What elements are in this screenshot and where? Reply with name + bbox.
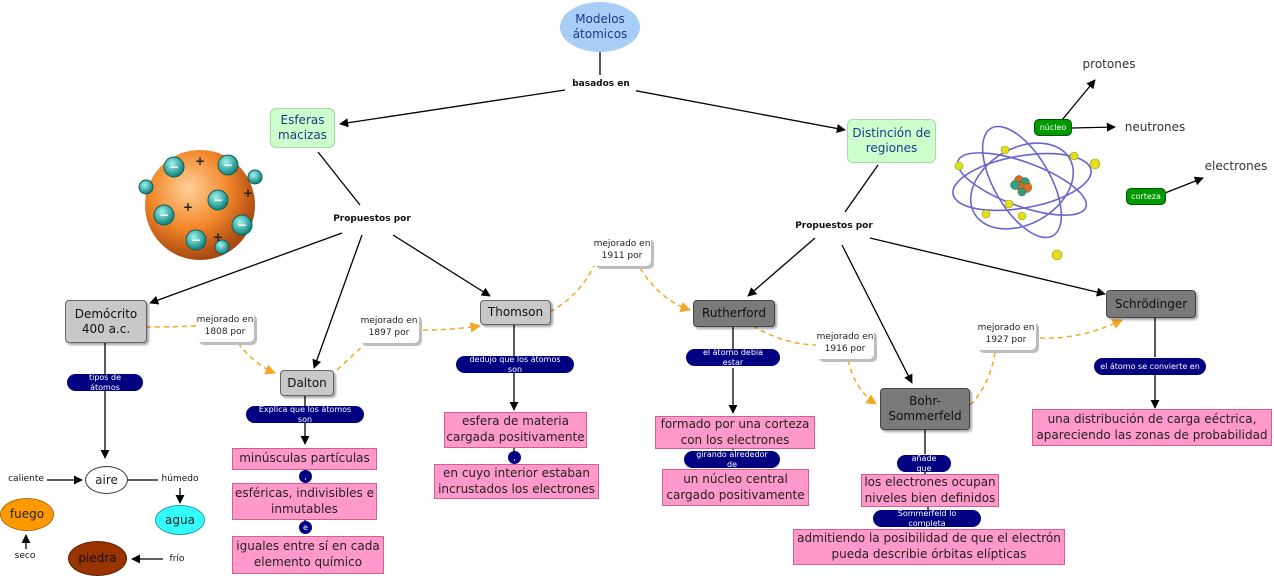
minus-sign: − [159, 208, 169, 222]
linker-sommerfeld: Sommerfeld lo completa [873, 509, 981, 528]
esferas-macizas-node: Esferas macizas [270, 108, 335, 148]
minus-sign: − [169, 160, 179, 174]
bohr-atom-illustration [952, 125, 1101, 261]
concept-iguales: iguales entre sí en cada elemento químic… [232, 536, 384, 574]
label-humedo: húmedo [158, 473, 202, 486]
linker-e: e [299, 521, 312, 534]
linker-dedujo: dedujo que los átomos son [456, 355, 574, 374]
improved-1808: mejorado en 1808 por [196, 312, 254, 342]
democrito-label: Demócrito 400 a.c. [74, 306, 138, 336]
thomson-node: Thomson [480, 300, 551, 325]
element-fuego: fuego [0, 498, 54, 531]
plus-sign: + [213, 230, 223, 244]
minus-sign: − [237, 218, 247, 232]
distincion-regiones-node: Distinción de regiones [847, 119, 936, 163]
neutrones-label: neutrones [1124, 119, 1186, 134]
improved-1916: mejorado en 1916 por [816, 329, 874, 359]
plus-sign: + [183, 200, 193, 214]
rutherford-label: Rutherford [702, 306, 766, 320]
linker-anade-que: añade que [897, 454, 951, 473]
concept-corteza: formado por una corteza con los electron… [655, 416, 815, 449]
element-agua: agua [155, 505, 205, 535]
improved-1897: mejorado en 1897 por [359, 313, 419, 343]
schrodinger-node: Schrödinger [1106, 290, 1196, 318]
concept-orbitas: admitiendo la posibilidad de que el elec… [793, 529, 1065, 565]
bohr-sommerfeld-node: Bohr-Sommerfeld [880, 388, 970, 430]
nucleo-tag: núcleo [1034, 119, 1072, 136]
linker-tipos-de-atomos: tipos de átomos [67, 373, 143, 392]
linker-debia-estar: el átomo debía estar [686, 348, 780, 367]
concept-interior: en cuyo interior estaban incrustados los… [434, 464, 599, 499]
propuestos-por-left: Propuestos por [332, 213, 412, 227]
distincion-label: Distinción de regiones [852, 126, 931, 155]
dalton-node: Dalton [280, 370, 334, 396]
concept-nucleo-central: un núcleo central cargado positivamente [662, 469, 809, 506]
improved-1927: mejorado en 1927 por [976, 320, 1036, 350]
improved-1911: mejorado en 1911 por [593, 236, 651, 266]
minus-sign: − [223, 158, 233, 172]
linker-comma: , [508, 451, 521, 464]
thomson-label: Thomson [487, 305, 544, 319]
concept-esfera-materia: esfera de materia cargada positivamente [444, 412, 587, 448]
esferas-label: Esferas macizas [278, 113, 327, 142]
linker-explica: Explica que los átomos son [246, 405, 364, 424]
linker-se-convierte: el átomo se convierte en [1094, 358, 1206, 375]
protones-label: protones [1082, 56, 1136, 71]
root-label: Modelos átomicos [572, 12, 628, 41]
concept-minusculas: minúsculas partículas [232, 448, 377, 470]
minus-sign: − [191, 233, 201, 247]
electrones-label: electrones [1204, 158, 1268, 173]
corteza-tag: corteza [1126, 188, 1166, 205]
schrodinger-label: Schrödinger [1114, 296, 1188, 311]
linker-girando: girando alrededor de [684, 450, 780, 469]
root-node: Modelos átomicos [560, 2, 640, 52]
thomson-model-illustration: − − − − − − + + + + [138, 150, 263, 260]
bohr-label: Bohr-Sommerfeld [888, 394, 962, 423]
dalton-label: Dalton [287, 375, 327, 390]
concept-distribucion: una distribución de carga eéctrica, apar… [1032, 409, 1272, 446]
minus-sign: − [213, 193, 223, 207]
plus-sign: + [243, 186, 253, 200]
plus-sign: + [195, 154, 205, 168]
rutherford-node: Rutherford [693, 300, 775, 327]
basados-en-label: basados en [566, 78, 636, 92]
element-piedra: piedra [68, 541, 127, 576]
concept-niveles: los electrones ocupan niveles bien defin… [861, 474, 999, 507]
label-caliente: caliente [6, 473, 46, 486]
democrito-node: Demócrito 400 a.c. [65, 300, 147, 343]
label-frio: frío [164, 553, 190, 566]
concept-esfericas: esféricas, indivisibles e inmutables [232, 483, 377, 520]
linker-comma: , [299, 470, 312, 483]
element-aire: aire [85, 466, 128, 494]
propuestos-por-right: Propuestos por [794, 220, 874, 234]
label-seco: seco [10, 550, 40, 563]
